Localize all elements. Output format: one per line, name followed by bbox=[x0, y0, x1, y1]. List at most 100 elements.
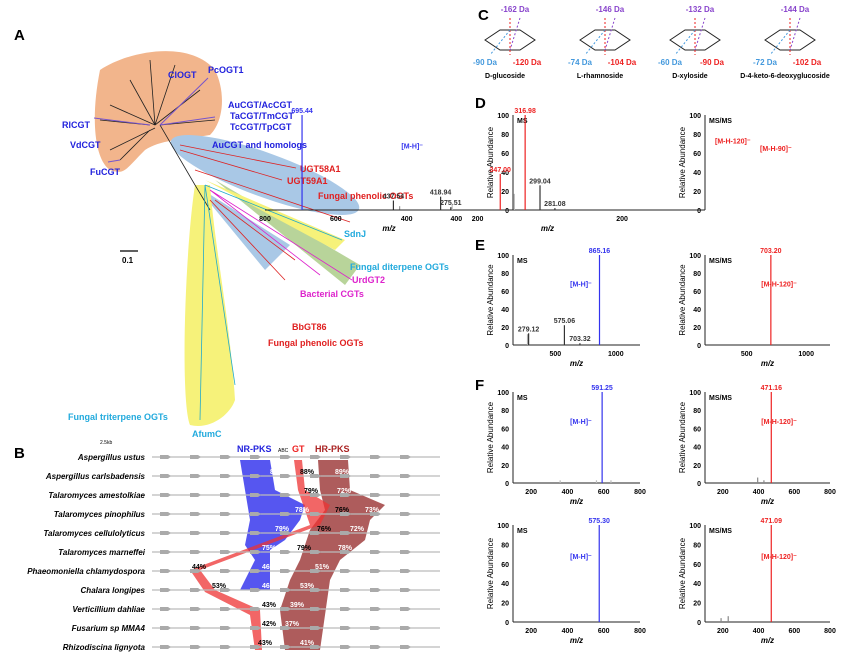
x-tick-label: 800 bbox=[634, 489, 646, 496]
x-tick-label: 400 bbox=[562, 489, 574, 496]
x-tick-label: 200 bbox=[525, 489, 537, 496]
y-tick-label: 100 bbox=[497, 390, 509, 397]
ion-annotation: [M-H-120]⁻ bbox=[761, 419, 797, 426]
panel-label-f: F bbox=[475, 377, 484, 394]
nr-pks-identity: 79% bbox=[275, 526, 290, 533]
gene-arrow bbox=[370, 474, 381, 478]
spectrum-title: MS/MS bbox=[709, 258, 732, 265]
gene-arrow bbox=[190, 569, 201, 573]
gene-arrow bbox=[250, 569, 261, 573]
hr-pks-identity: 51% bbox=[315, 564, 330, 571]
y-tick-label: 60 bbox=[501, 562, 509, 569]
hr-pks-identity: 72% bbox=[350, 526, 365, 533]
y-tick-label: 80 bbox=[501, 408, 509, 415]
gene-arrow bbox=[370, 588, 381, 592]
gene-arrow bbox=[220, 550, 231, 554]
gt-identity: 42% bbox=[262, 621, 277, 628]
gene-arrow bbox=[160, 645, 171, 649]
gene-arrow bbox=[370, 626, 381, 630]
y-tick-label: 80 bbox=[501, 542, 509, 549]
purple-cleavage bbox=[694, 17, 706, 51]
gene-arrow bbox=[220, 645, 231, 649]
y-tick-label: 80 bbox=[693, 132, 701, 139]
red-loss: -104 Da bbox=[608, 58, 637, 67]
y-tick-label: 20 bbox=[693, 189, 701, 196]
y-tick-label: 60 bbox=[501, 151, 509, 158]
gene-arrow bbox=[160, 569, 171, 573]
gene-arrow bbox=[370, 550, 381, 554]
nr-pks-identity: 86% bbox=[270, 469, 285, 476]
hr-pks-identity: 39% bbox=[290, 602, 305, 609]
gene-arrow bbox=[370, 512, 381, 516]
gene-arrow bbox=[280, 493, 291, 497]
y-tick-label: 80 bbox=[501, 271, 509, 278]
gt-identity: 88% bbox=[300, 469, 315, 476]
red-loss: -120 Da bbox=[513, 58, 542, 67]
hr-pks-header: HR-PKS bbox=[315, 444, 350, 454]
gene-arrow bbox=[340, 531, 351, 535]
y-tick-label: 80 bbox=[693, 408, 701, 415]
gene-arrow bbox=[280, 607, 291, 611]
spectrum-title: MS/MS bbox=[709, 528, 732, 535]
gene-arrow bbox=[340, 569, 351, 573]
x-tick-label: 600 bbox=[330, 216, 342, 223]
x-tick-label: 400 bbox=[401, 216, 413, 223]
gene-arrow bbox=[160, 626, 171, 630]
hr-pks-band bbox=[280, 460, 385, 650]
panel-label-d: D bbox=[475, 95, 486, 112]
ion-annotation: [M-H-120]⁻ bbox=[761, 554, 797, 561]
gene-arrow bbox=[400, 512, 411, 516]
species-name: Fusarium sp MMA4 bbox=[72, 624, 146, 633]
gene-arrow bbox=[310, 550, 321, 554]
x-tick-label: 200 bbox=[525, 628, 537, 635]
species-name: Talaromyces amestolkiae bbox=[48, 491, 145, 500]
panel-c-sugar-fragmentation: -162 Da-90 Da-120 DaD-glucoside-146 Da-7… bbox=[473, 5, 830, 80]
panel-label-c: C bbox=[478, 7, 489, 24]
peak-label: 575.06 bbox=[554, 318, 576, 325]
species-name: Chalara longipes bbox=[81, 586, 146, 595]
peak-label: 437.54 bbox=[383, 194, 405, 201]
gene-arrow bbox=[310, 531, 321, 535]
species-name: Verticillium dahliae bbox=[72, 605, 145, 614]
gene-arrow bbox=[250, 512, 261, 516]
nr-pks-identity: 78% bbox=[295, 507, 310, 514]
y-tick-label: 40 bbox=[501, 307, 509, 314]
sugar-name: D-xyloside bbox=[672, 73, 708, 80]
x-tick-label: 200 bbox=[717, 489, 729, 496]
gene-arrow bbox=[280, 550, 291, 554]
blue-loss: -74 Da bbox=[568, 58, 593, 67]
gene-arrow bbox=[400, 455, 411, 459]
x-tick-label: 600 bbox=[788, 489, 800, 496]
x-axis-label: m/z bbox=[761, 359, 774, 368]
clade-bacterial-cgt-background bbox=[215, 180, 360, 285]
gene-arrow bbox=[310, 512, 321, 516]
gene-arrow bbox=[250, 550, 261, 554]
species-name: Aspergillus carlsbadensis bbox=[45, 472, 146, 481]
x-tick-label: 1000 bbox=[798, 351, 814, 358]
tree-label: Bacterial CGTs bbox=[300, 289, 364, 299]
gene-arrow bbox=[160, 531, 171, 535]
gene-arrow bbox=[190, 550, 201, 554]
species-name: Talaromyces cellulolyticus bbox=[43, 529, 145, 538]
x-tick-label: 600 bbox=[598, 489, 610, 496]
gene-arrow bbox=[340, 474, 351, 478]
gene-arrow bbox=[310, 474, 321, 478]
gene-arrow bbox=[310, 607, 321, 611]
purple-loss: -162 Da bbox=[501, 5, 530, 14]
hr-pks-identity: 73% bbox=[365, 507, 380, 514]
ion-annotation: [M-H]⁻ bbox=[570, 282, 592, 289]
tree-label: ClOGT bbox=[168, 70, 197, 80]
gene-arrow bbox=[340, 607, 351, 611]
gene-arrow bbox=[190, 588, 201, 592]
gene-arrow bbox=[250, 493, 261, 497]
y-tick-label: 100 bbox=[689, 523, 701, 530]
peak-label: 418.94 bbox=[430, 190, 452, 197]
spectrum-title: MS/MS bbox=[709, 118, 732, 125]
gene-arrow bbox=[250, 607, 261, 611]
y-tick-label: 40 bbox=[693, 445, 701, 452]
gene-arrow bbox=[250, 588, 261, 592]
gt-band bbox=[190, 460, 330, 650]
panel-label-a: A bbox=[14, 27, 25, 44]
x-tick-label: 400 bbox=[562, 628, 574, 635]
x-tick-label: 200 bbox=[472, 216, 484, 223]
